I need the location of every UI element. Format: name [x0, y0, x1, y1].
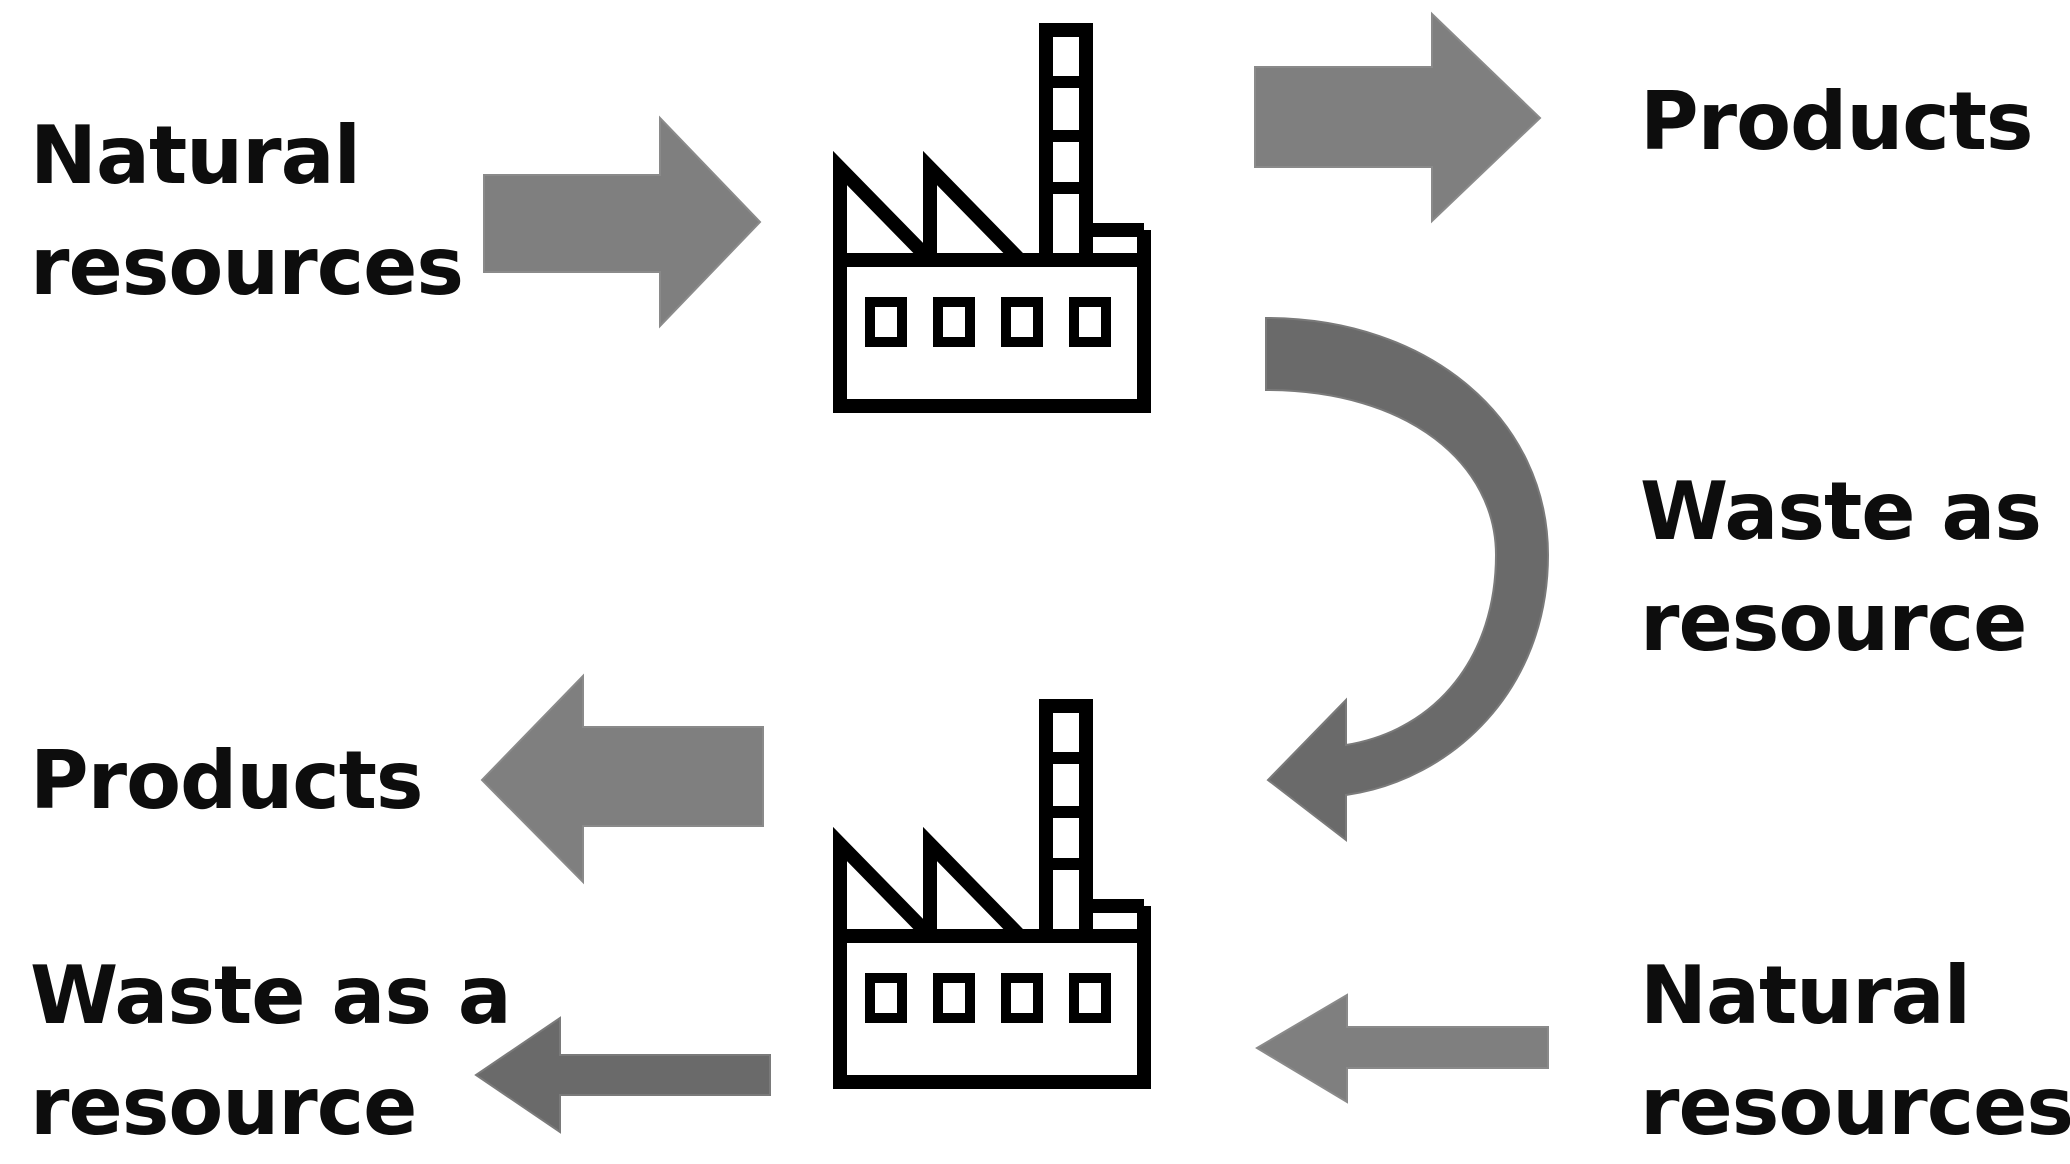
- label-line: Products: [1640, 75, 2034, 168]
- label-line: Waste as a: [1640, 465, 2070, 558]
- label-line: Waste as a: [30, 949, 512, 1042]
- factory-icon-bottom: [840, 706, 1144, 1082]
- label-waste-as-resource-left: Waste as a resource: [30, 940, 512, 1162]
- arrow-input-top-factory: [483, 115, 762, 329]
- arrow-waste-bottom-factory: [474, 1016, 771, 1134]
- label-natural-resources-top: Natural resources: [30, 100, 464, 322]
- arrow-output-bottom-factory: [480, 673, 764, 885]
- label-waste-as-resource-right: Waste as a resource: [1640, 456, 2070, 678]
- label-line: Natural: [30, 109, 361, 202]
- factory-icon-top: [840, 30, 1144, 406]
- arrow-waste-to-factory: [1265, 316, 1550, 843]
- label-products-top: Products: [1640, 66, 2034, 177]
- arrow-input-bottom-factory: [1255, 993, 1549, 1104]
- label-line: Natural: [1640, 949, 1971, 1042]
- label-line: resource: [1640, 576, 2027, 669]
- arrow-output-top-factory: [1254, 11, 1542, 224]
- label-products-bottom: Products: [30, 725, 424, 836]
- label-natural-resources-bottom: Natural resources: [1640, 940, 2070, 1162]
- label-line: Products: [30, 734, 424, 827]
- label-line: resource: [30, 1060, 417, 1153]
- label-line: resources: [1640, 1060, 2070, 1153]
- label-line: resources: [30, 220, 464, 313]
